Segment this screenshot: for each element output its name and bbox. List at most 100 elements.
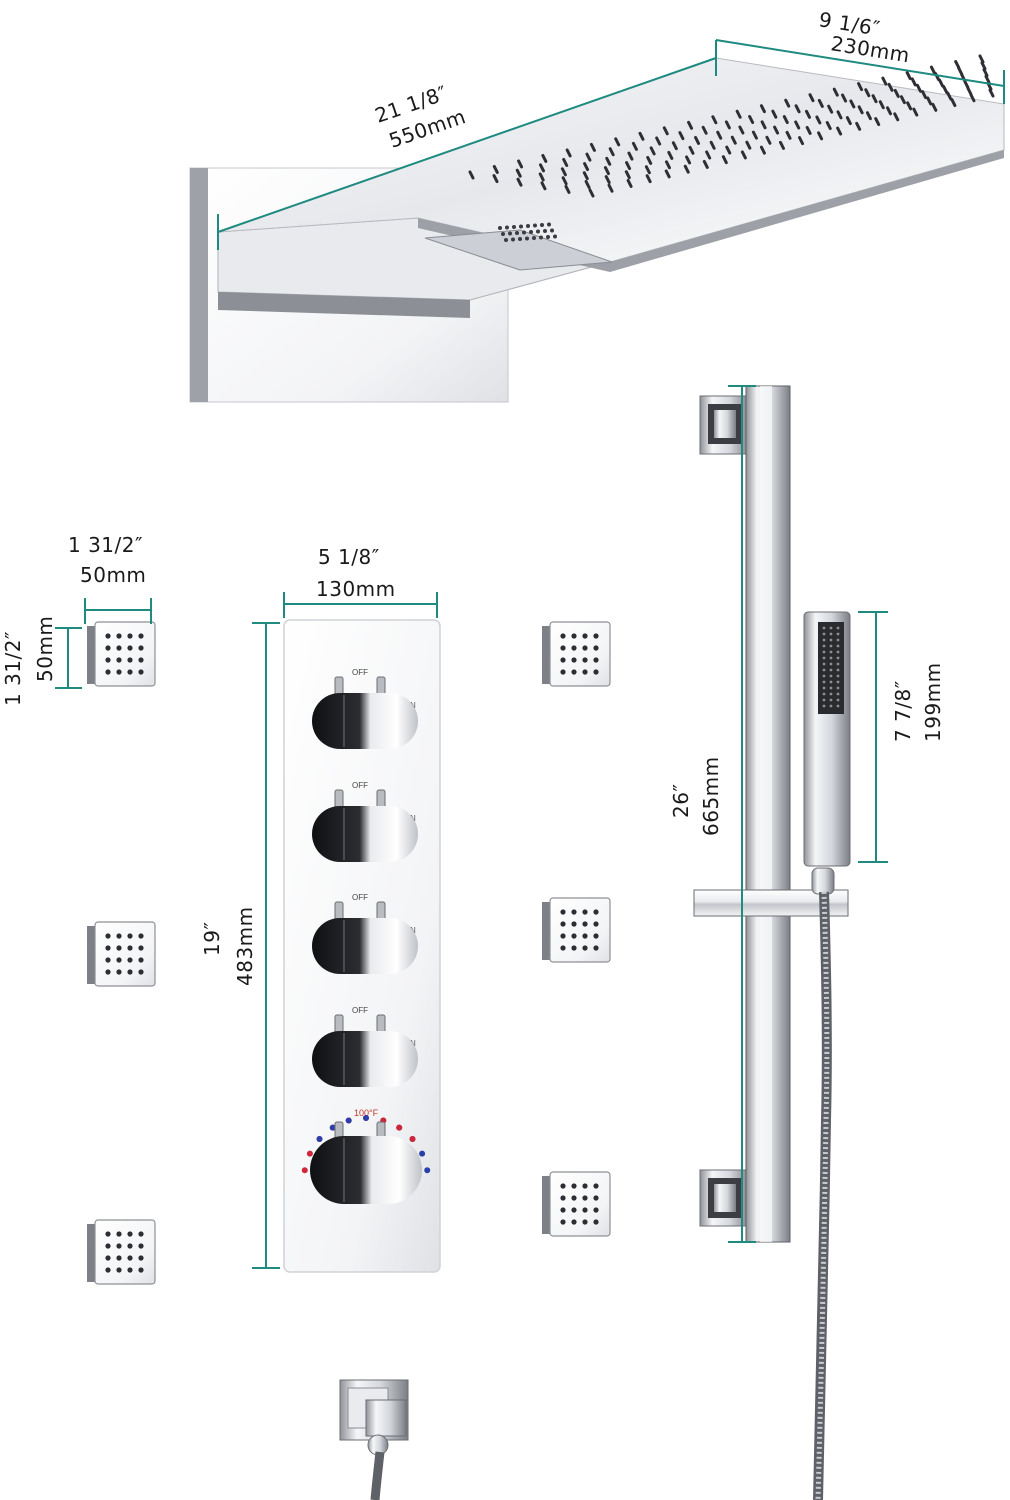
nozzle [929, 65, 936, 75]
temperature-label: 100°F [354, 1108, 379, 1118]
jet-nozzle [138, 957, 144, 963]
nozzle [588, 188, 595, 198]
jet-nozzle [571, 657, 577, 663]
jet-nozzle [560, 933, 566, 939]
nozzle [980, 61, 987, 71]
jet-nozzle [582, 1183, 588, 1189]
hand-nozzle [836, 668, 840, 672]
hot-indicator-dot [396, 1124, 403, 1131]
jet-nozzle [571, 1195, 577, 1201]
jet-nozzle [127, 969, 133, 975]
nozzle [855, 121, 862, 131]
rain-shower-head [189, 54, 1005, 403]
hand-nozzle [829, 626, 833, 630]
jet-nozzle [105, 633, 111, 639]
hand-nozzle [822, 626, 826, 630]
nozzle [794, 104, 801, 114]
hot-indicator-dot [301, 1167, 308, 1174]
dimension-valve-height [252, 622, 280, 1269]
nozzle [805, 125, 812, 135]
jet-nozzle [560, 1207, 566, 1213]
mist-nozzle [546, 235, 550, 239]
jet-nozzle [105, 933, 111, 939]
diverter-knob[interactable]: OFFN [312, 893, 418, 974]
nozzle [716, 130, 723, 140]
valve-height-inch: 19″ [200, 922, 224, 956]
nozzle [705, 150, 712, 160]
mist-nozzle [518, 237, 522, 241]
nozzle [984, 74, 991, 84]
nozzle [561, 176, 568, 186]
jet-nozzle [571, 909, 577, 915]
jet-nozzle [105, 645, 111, 651]
dimension-hand-shower [858, 611, 888, 863]
valve-width-mm: 130mm [316, 577, 396, 601]
jet-nozzle [105, 669, 111, 675]
nozzle [585, 152, 592, 162]
jet-nozzle [582, 1219, 588, 1225]
nozzle [886, 106, 893, 116]
knob-off-label: OFF [352, 1006, 368, 1015]
jet-nozzle [593, 1207, 599, 1213]
hand-nozzle [822, 662, 826, 666]
waterfall-outlet [424, 229, 613, 271]
jet-nozzle [571, 633, 577, 639]
diverter-knob[interactable]: OFFN [312, 781, 418, 862]
jet-nozzle [593, 1195, 599, 1201]
jet-nozzle [116, 957, 122, 963]
mist-nozzle [512, 225, 516, 229]
jet-nozzle [593, 945, 599, 951]
nozzle [827, 104, 834, 114]
knob-off-label: OFF [352, 781, 368, 790]
nozzle [589, 142, 596, 152]
mist-nozzle [553, 234, 557, 239]
jet-nozzle [127, 1255, 133, 1261]
hand-nozzle [822, 698, 826, 702]
hot-indicator-dot [409, 1135, 416, 1142]
nozzle [969, 93, 976, 103]
hand-nozzle [822, 692, 826, 696]
nozzle [745, 140, 752, 150]
jet-nozzle [127, 945, 133, 951]
hand-nozzle [829, 668, 833, 672]
nozzle [954, 60, 961, 70]
nozzle [655, 136, 662, 146]
nozzle [638, 131, 645, 141]
nozzle [748, 115, 755, 125]
nozzle [540, 181, 547, 191]
nozzle [893, 112, 900, 122]
hand-nozzle [822, 644, 826, 648]
jet-nozzle [582, 1207, 588, 1213]
nozzle [963, 79, 970, 89]
jet-nozzle [593, 669, 599, 675]
shower-head-depth-mm: 230mm [829, 31, 911, 67]
nozzle [604, 175, 611, 185]
nozzle [702, 159, 709, 169]
nozzle [608, 147, 615, 157]
diverter-knob[interactable]: OFFN [312, 1006, 418, 1087]
jet-nozzle [105, 1267, 111, 1273]
hand-nozzle [829, 686, 833, 690]
jet-nozzle [105, 1231, 111, 1237]
jet-nozzle [560, 1195, 566, 1201]
nozzle [878, 100, 885, 110]
knob-off-label: OFF [352, 893, 368, 902]
jet-nozzle [560, 1219, 566, 1225]
thermostatic-knob[interactable]: 100°F [301, 1108, 431, 1204]
nozzle [725, 145, 732, 155]
jet-nozzle [116, 669, 122, 675]
jet-nozzle [593, 1219, 599, 1225]
diverter-knob[interactable]: OFFN [312, 668, 418, 749]
mist-nozzle [543, 229, 547, 233]
hand-nozzle [822, 704, 826, 708]
nozzle [825, 121, 832, 131]
nozzle [683, 164, 690, 174]
nozzle [921, 90, 928, 100]
knob-off-label: OFF [352, 668, 368, 677]
nozzle [582, 171, 589, 181]
nozzle [516, 177, 523, 187]
cold-indicator-dot [363, 1115, 369, 1121]
hand-nozzle [836, 686, 840, 690]
jet-nozzle [571, 645, 577, 651]
mist-nozzle [504, 238, 508, 242]
